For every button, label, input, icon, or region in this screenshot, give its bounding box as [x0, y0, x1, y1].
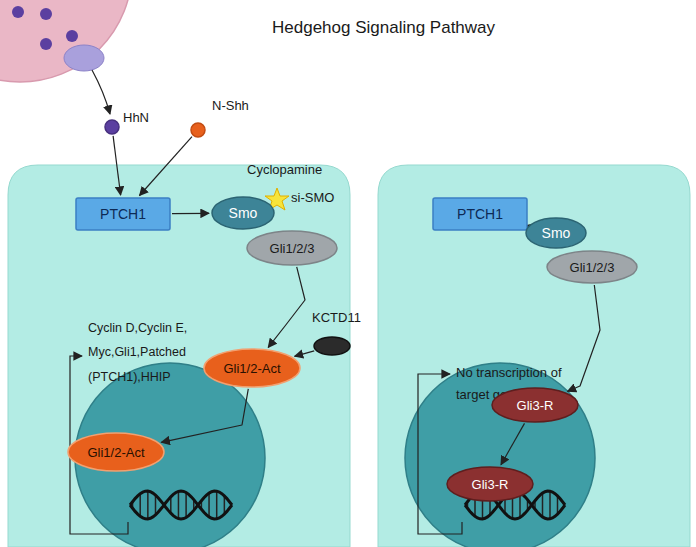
- pathway-arrow: [140, 137, 193, 196]
- protein-ellipse: Gli1/2/3: [246, 230, 338, 266]
- activator-ellipse: Gli1/2-Act: [67, 432, 165, 472]
- node-text: KCTD11: [312, 310, 361, 326]
- node-text: Smo: [542, 225, 571, 241]
- node-content: [313, 336, 351, 356]
- activator-ellipse: Gli1/2-Act: [203, 348, 301, 388]
- node-text: Smo: [229, 205, 258, 221]
- node-content: Gli1/2-Act: [203, 348, 301, 388]
- node-outline: [313, 336, 351, 356]
- feedback-arrow: [418, 374, 462, 534]
- node-outline: [104, 119, 120, 135]
- pathway-arrow: [268, 267, 305, 348]
- annotation-label: Cyclopamine: [247, 162, 322, 178]
- protein-ellipse: Smo: [525, 217, 587, 249]
- node-text: HhN: [123, 110, 149, 126]
- pathway-arrow: [161, 389, 248, 442]
- repressor-ellipse: Gli3-R: [491, 387, 579, 423]
- protein-ellipse: Smo: [211, 196, 275, 230]
- receptor-box: PTCH1: [432, 197, 528, 231]
- pathway-arrow: [113, 136, 121, 195]
- node-text: PTCH1: [100, 206, 146, 222]
- node-content: Gli3-R: [491, 387, 579, 423]
- receptor-box: PTCH1: [75, 197, 171, 231]
- node-content: PTCH1: [75, 197, 171, 231]
- node-content: Gli1/2/3: [546, 250, 638, 284]
- node-content: [104, 119, 120, 135]
- diagram-title: Hedgehog Signaling Pathway: [272, 18, 495, 38]
- nucleus: [405, 363, 595, 547]
- pathway-arrow: [501, 423, 525, 464]
- sending-cell: [0, 0, 132, 82]
- regulator-ellipse: KCTD11: [313, 336, 351, 356]
- pathway-arrow: [172, 213, 209, 215]
- node-content: PTCH1: [432, 197, 528, 231]
- annotation-label: si-SMO: [291, 190, 334, 206]
- pathway-arrow: [295, 351, 315, 356]
- node-outline: [190, 122, 206, 138]
- ligand-dot: N-Shh: [190, 122, 206, 138]
- pathway-arrow: [568, 285, 601, 391]
- annotation-label: Cyclin D,Cyclin E, Myc,Gli1,Patched (PTC…: [88, 316, 210, 389]
- node-text: Gli1/2-Act: [87, 445, 144, 460]
- repressor-ellipse: Gli3-R: [446, 466, 534, 502]
- node-content: Smo: [525, 217, 587, 249]
- node-text: Gli1/2/3: [270, 241, 315, 256]
- node-content: Smo: [211, 196, 275, 230]
- release-protein: [64, 45, 104, 71]
- nucleus: [75, 363, 265, 547]
- node-text: PTCH1: [457, 206, 503, 222]
- node-text: N-Shh: [212, 98, 249, 114]
- node-text: Gli3-R: [472, 477, 509, 492]
- node-content: Gli1/2/3: [246, 230, 338, 266]
- node-content: Gli3-R: [446, 466, 534, 502]
- node-content: Gli1/2-Act: [67, 432, 165, 472]
- node-text: Gli1/2/3: [570, 260, 615, 275]
- protein-ellipse: Gli1/2/3: [546, 250, 638, 284]
- ligand-dot: HhN: [104, 119, 120, 135]
- node-text: Gli1/2-Act: [223, 361, 280, 376]
- node-content: [190, 122, 206, 138]
- node-text: Gli3-R: [517, 398, 554, 413]
